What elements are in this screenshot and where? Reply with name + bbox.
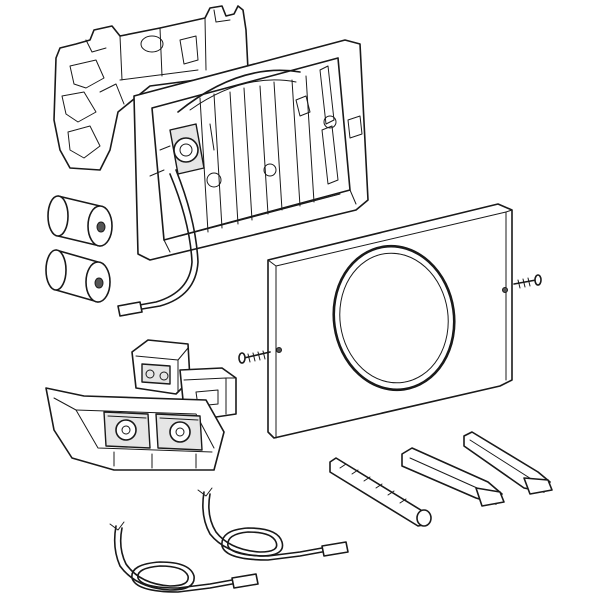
- cover-plate: [267, 203, 513, 439]
- frame-cable: [117, 169, 199, 317]
- fixing-screw-left: [238, 350, 271, 364]
- control-unit: [45, 339, 237, 471]
- rear-bracket: [53, 5, 249, 171]
- actuation-rod-1: [329, 457, 432, 527]
- battery-2: [45, 249, 111, 303]
- actuation-rod-3: [463, 431, 553, 495]
- fixing-screw-right: [513, 274, 542, 289]
- connection-cable-1: [109, 521, 259, 593]
- connection-cable-2: [197, 487, 349, 561]
- battery-1: [47, 195, 113, 247]
- front-frame: [133, 39, 369, 261]
- actuation-rod-2: [401, 447, 505, 507]
- actuation-ring: [332, 244, 456, 392]
- mounting-frame: [53, 5, 369, 317]
